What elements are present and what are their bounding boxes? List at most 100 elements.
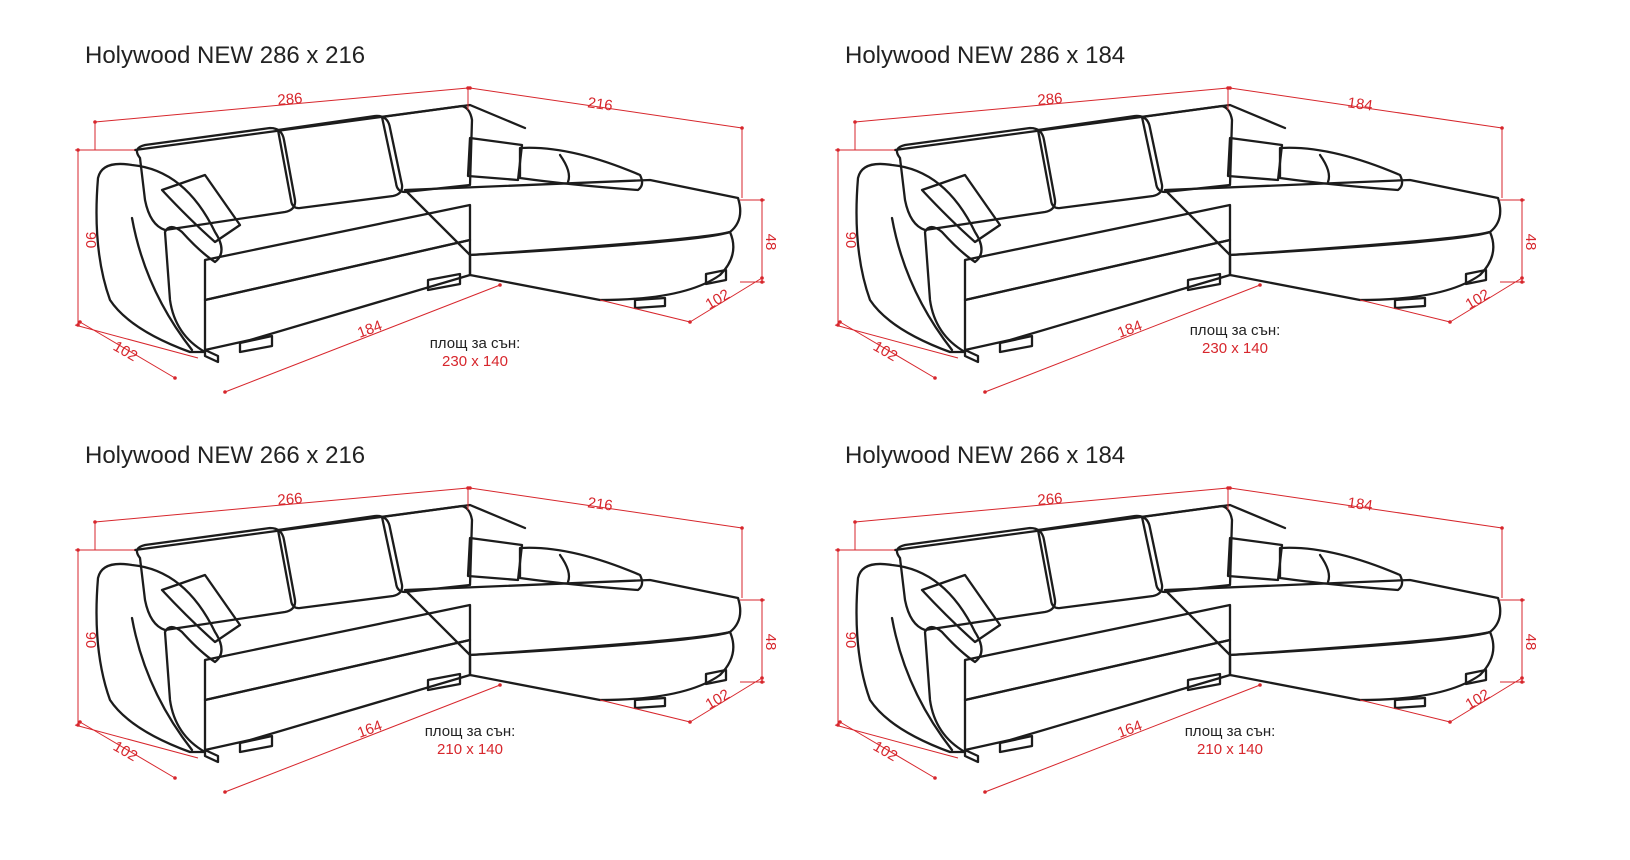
dimension-extension-line <box>599 299 691 323</box>
dimension-endpoint <box>1520 198 1524 202</box>
dimension-seat-height-label: 48 <box>762 634 779 651</box>
sofa-left-armrest <box>855 562 983 754</box>
sofa-chaise-base <box>468 230 735 302</box>
dimension-depth-left-line <box>839 721 936 779</box>
dimension-chaise-line <box>1229 487 1503 529</box>
sofa-bolster-cap <box>1318 553 1331 584</box>
sleep-area-value: 210 x 140 <box>437 741 503 758</box>
dimension-endpoint <box>983 390 987 394</box>
dimension-endpoint <box>933 776 937 780</box>
dimension-endpoint <box>1448 720 1452 724</box>
dimension-endpoint <box>1448 320 1452 324</box>
dimension-endpoint <box>983 790 987 794</box>
dimension-endpoint <box>93 520 97 524</box>
dimension-endpoint <box>853 520 857 524</box>
sofa-leg-chaise-right <box>704 668 728 686</box>
sofa-throw-pillow-left <box>920 173 1002 244</box>
dimension-width-line <box>94 87 469 123</box>
dimension-chaise-line <box>1229 87 1503 129</box>
sofa-back-frame <box>133 503 527 552</box>
dimension-endpoint <box>173 376 177 380</box>
dimension-depth-left-line <box>79 321 176 379</box>
dimension-seat-length-label: 184 <box>355 317 384 342</box>
dimension-endpoint <box>740 126 744 130</box>
dimension-depth-right-label: 102 <box>703 686 733 713</box>
dimension-endpoint <box>78 720 82 724</box>
dimension-endpoint <box>498 283 502 287</box>
sofa-leg-chaise-front <box>633 296 667 310</box>
dimension-depth-right-line <box>1449 677 1523 723</box>
dimension-endpoint <box>836 148 840 152</box>
dimension-height-label: 90 <box>842 232 859 249</box>
dimension-endpoint <box>223 790 227 794</box>
sofa-bolster-cap <box>558 553 571 584</box>
dimension-endpoint <box>688 320 692 324</box>
dimension-chaise-label: 184 <box>1346 494 1373 514</box>
dimension-height-label: 90 <box>82 232 99 249</box>
dimension-width-line <box>854 487 1229 523</box>
dimension-depth-right-line <box>689 277 763 323</box>
dimension-extension-line <box>599 699 691 723</box>
dimension-seat-length-line <box>984 284 1261 393</box>
sleep-area-value: 230 x 140 <box>442 353 508 370</box>
sofa-base-left <box>963 638 1232 752</box>
sofa-bolster-cap <box>558 153 571 184</box>
dimension-width-label: 266 <box>1037 490 1063 509</box>
dimension-chaise-label: 216 <box>586 94 613 114</box>
sofa-leg-chaise-front <box>1393 696 1427 710</box>
dimension-width-line <box>94 487 469 523</box>
dimension-width-label: 266 <box>277 490 303 509</box>
dimension-endpoint <box>688 720 692 724</box>
dimension-depth-right-line <box>689 677 763 723</box>
sofa-bolster <box>518 546 644 592</box>
panel-title: Holywood NEW 286 x 184 <box>845 42 1126 69</box>
dimension-endpoint <box>838 320 842 324</box>
dimension-endpoint <box>836 723 840 727</box>
sofa-armrest-inner-line <box>890 616 954 752</box>
sofa-leg-front-center <box>238 734 274 754</box>
dimension-endpoint <box>1228 486 1232 490</box>
sleep-area-value: 210 x 140 <box>1197 741 1263 758</box>
dimension-extension-line <box>74 324 199 359</box>
dimension-endpoint <box>1520 680 1524 684</box>
sofa-armrest-inner-line <box>130 616 194 752</box>
dimension-endpoint <box>740 526 744 530</box>
sofa-base-left <box>963 238 1232 352</box>
panel-title: Holywood NEW 266 x 184 <box>845 442 1126 469</box>
dimension-endpoint <box>836 323 840 327</box>
dimension-chaise-line <box>469 87 743 129</box>
sofa-bolster <box>1278 146 1404 192</box>
dimension-endpoint <box>760 598 764 602</box>
sofa-back-cushion-left <box>135 126 297 232</box>
dimension-endpoint <box>468 86 472 90</box>
dimension-seat-length-label: 164 <box>355 717 384 742</box>
dimension-seat-length-label: 164 <box>1115 717 1144 742</box>
sofa-left-armrest <box>95 162 223 354</box>
dimension-depth-left-line <box>79 721 176 779</box>
dimension-height-label: 90 <box>842 632 859 649</box>
dimension-seat-length-line <box>224 284 501 393</box>
dimension-depth-right-label: 102 <box>1463 286 1493 313</box>
sofa-armrest-inner-line <box>130 216 194 352</box>
sofa-chaise-base <box>1228 630 1495 702</box>
sofa-armrest-inner-line <box>890 216 954 352</box>
dimension-endpoint <box>1520 280 1524 284</box>
sofa-leg-chaise-right <box>1464 668 1488 686</box>
dimension-extension-line <box>1359 699 1451 723</box>
sofa-back-cushion-right <box>1140 504 1234 594</box>
dimension-depth-right-label: 102 <box>703 286 733 313</box>
sofa-leg-chaise-right <box>704 268 728 286</box>
dimension-endpoint <box>853 120 857 124</box>
sofa-back-cushion-left <box>895 526 1057 632</box>
dimension-seat-height-label: 48 <box>1522 634 1539 651</box>
sofa-back-cushion-middle <box>276 114 404 210</box>
sofa-leg-middle <box>426 272 462 292</box>
sofa-throw-pillow-right <box>1226 536 1284 582</box>
sofa-throw-pillow-right <box>1226 136 1284 182</box>
